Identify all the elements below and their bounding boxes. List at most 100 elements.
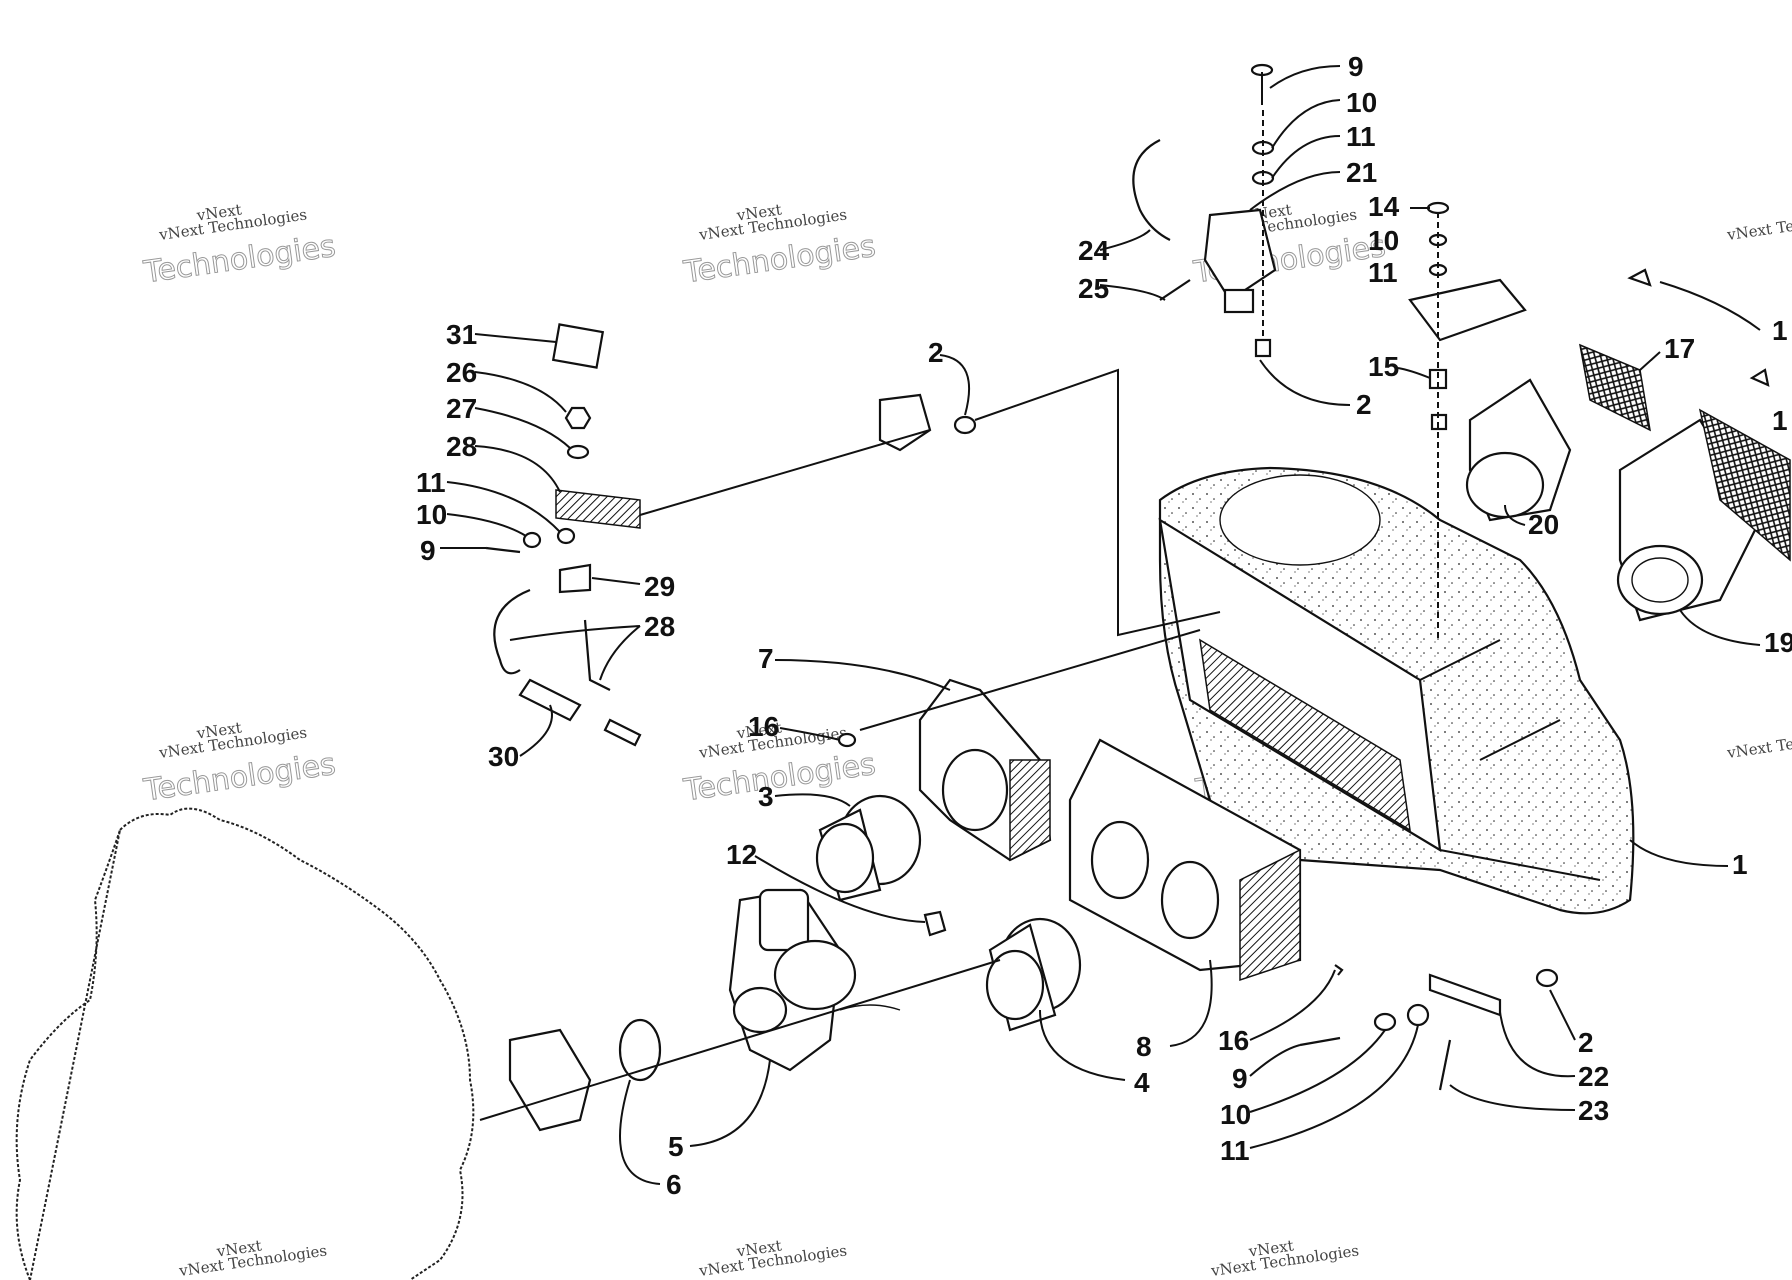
- leader-5: [689, 1059, 771, 1147]
- callout-label: 24: [1078, 235, 1110, 266]
- callout-label: 22: [1578, 1061, 1609, 1092]
- pump-canister: [1408, 278, 1527, 342]
- washer-26: [566, 444, 590, 460]
- callout-label: 8: [1136, 1031, 1152, 1062]
- callout-label: 2: [1578, 1027, 1594, 1058]
- grommet-2d: [1535, 968, 1559, 988]
- adapter-8-hole-a: [1090, 820, 1150, 900]
- air-box-inlet: [1219, 474, 1381, 566]
- leader-16-right: [1249, 969, 1336, 1041]
- screw-13: [1426, 201, 1450, 215]
- watermark: vNext vNext Technologies Technologies: [681, 200, 879, 291]
- callout-label: 11: [416, 467, 446, 498]
- leader-8: [1169, 959, 1213, 1047]
- leader-2-pump: [1259, 359, 1351, 406]
- fuel-pump: [1132, 139, 1277, 314]
- callout-label: 10: [1368, 225, 1399, 256]
- callout-label: 9: [1348, 51, 1364, 82]
- leader-6: [619, 1079, 661, 1185]
- leader-22: [1449, 1084, 1576, 1111]
- callout-label: 11: [1368, 257, 1398, 288]
- callout-label: 17: [1664, 333, 1695, 364]
- leader-10-right: [1249, 1029, 1386, 1113]
- leader-7: [774, 659, 951, 691]
- adapter-7: [918, 678, 1052, 862]
- callout-label: 19: [1764, 627, 1792, 658]
- connector-top: [878, 393, 932, 452]
- adapter-8-hole-b: [1160, 860, 1220, 940]
- screw-16b: [837, 732, 857, 748]
- watermark: vNext vNext Technologies Technologies: [141, 200, 339, 291]
- leader-14: [1397, 367, 1431, 379]
- screen-18: [1698, 408, 1791, 562]
- screw-16d: [1749, 368, 1770, 387]
- leader-9-right: [1249, 1044, 1301, 1077]
- air-box-rib: [1419, 639, 1601, 881]
- screen-17: [1579, 343, 1651, 432]
- callout-label: 9: [420, 535, 436, 566]
- leader-21: [1499, 1011, 1576, 1078]
- leader-30: [519, 704, 553, 757]
- leader-1: [1629, 839, 1729, 867]
- air-box-opening: [1199, 638, 1411, 832]
- filter-30: [518, 678, 582, 722]
- callout-label: 16: [748, 711, 779, 742]
- callout-label: 28: [644, 611, 675, 642]
- callout-label: 15: [1368, 351, 1399, 382]
- leader-9: [1269, 65, 1341, 89]
- nut-25: [564, 406, 592, 430]
- leader-2-connector: [939, 354, 971, 416]
- callout-label: 1: [1772, 315, 1788, 346]
- callout-label: 23: [1578, 1095, 1609, 1126]
- callout-label: 28: [446, 431, 477, 462]
- washer-10c: [522, 531, 542, 549]
- leader-26: [474, 407, 571, 449]
- leader-19: [1504, 504, 1526, 526]
- callout-label: 29: [644, 571, 675, 602]
- callout-label: 26: [446, 357, 477, 388]
- leader-3: [774, 793, 851, 807]
- bracket-assembly: [485, 323, 642, 747]
- watermark: vNext vNext Technologies: [1209, 1236, 1360, 1280]
- intake-flange: [508, 1028, 592, 1132]
- callout-label: 5: [668, 1131, 684, 1162]
- decal-31: [551, 323, 605, 369]
- clamp-6: [618, 1018, 662, 1082]
- watermark-text: vNext Technologies: [1725, 205, 1792, 244]
- boot-3: [815, 794, 922, 902]
- fuel-pump-body: [1203, 208, 1277, 302]
- leader-11-right: [1249, 1024, 1419, 1149]
- leader-lines: [440, 65, 1761, 1185]
- axis-line-box: [974, 368, 1221, 637]
- leader-11-left: [446, 481, 561, 533]
- leader-27: [474, 445, 561, 493]
- pump-right: [1408, 201, 1527, 640]
- callout-numbers: 1 1 1 19 20 17 9 10 11 21 14 10 11 15 2 …: [416, 51, 1792, 1200]
- screw-9d: [1299, 1036, 1341, 1047]
- callout-label: 10: [1346, 87, 1377, 118]
- callout-label: 25: [1078, 273, 1109, 304]
- leader-12: [754, 855, 926, 923]
- screw-stack-top: [1250, 63, 1275, 358]
- carburetor-top: [758, 888, 810, 952]
- clip-12: [923, 910, 947, 937]
- grommet-2: [1254, 338, 1272, 358]
- adapter-8-side: [1239, 848, 1301, 982]
- callout-label: 7: [758, 643, 774, 674]
- callout-label: 4: [1134, 1067, 1150, 1098]
- hose-22: [1438, 1039, 1452, 1091]
- callout-label: 14: [1368, 191, 1400, 222]
- watermark: vNext vNext Technologies: [697, 1236, 848, 1280]
- leader-23: [1099, 229, 1151, 251]
- callout-label: 2: [1356, 389, 1372, 420]
- callout-label: 2: [928, 337, 944, 368]
- callout-label: 12: [726, 839, 757, 870]
- screw-9: [485, 546, 521, 554]
- hose-28a: [493, 588, 531, 675]
- leader-20: [1249, 171, 1341, 211]
- adapter-8: [1068, 738, 1302, 982]
- bracket-27: [555, 489, 641, 529]
- watermark-text: vNext Technologies: [1725, 723, 1792, 762]
- callout-label: 9: [1232, 1063, 1248, 1094]
